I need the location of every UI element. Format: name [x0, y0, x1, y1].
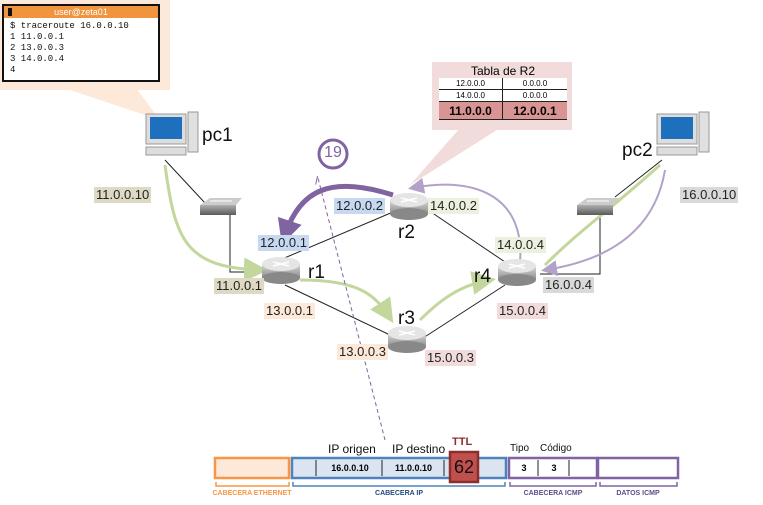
router-r2-icon: [390, 193, 428, 220]
ip-r2-r1: 12.0.0.2: [334, 198, 385, 214]
ip-r4-lan: 16.0.0.4: [543, 277, 594, 293]
icmp-code-value: 3: [551, 463, 557, 473]
table-callout-pointer: [410, 128, 500, 185]
ip-r4-r3: 15.0.0.4: [497, 303, 548, 319]
link-r3-r4: [419, 284, 506, 341]
table-cell-gw: 12.0.0.1: [502, 101, 567, 120]
terminal-title: user@zeta01: [54, 7, 108, 17]
ip-dst-label: IP destino: [392, 442, 446, 456]
link-r1-r3: [284, 284, 391, 336]
ttl-label: TTL: [452, 436, 473, 448]
routing-table-title: Tabla de R2: [470, 64, 536, 78]
terminal-window: user@zeta01 $ traceroute 16.0.0.10 1 11.…: [2, 4, 160, 82]
icmp-return-path: [541, 169, 666, 277]
switch-1-icon: [200, 198, 242, 215]
ip-pc2: 16.0.0.10: [680, 187, 739, 203]
terminal-line: 1 11.0.0.1: [10, 32, 65, 42]
icmp-data-field: [596, 456, 680, 480]
traceroute-path: [163, 164, 268, 282]
r1-label: r1: [308, 262, 325, 283]
link-switch2-pc2: [614, 159, 663, 198]
link-pc1-switch1: [164, 159, 206, 204]
link-r4-switch2: [540, 215, 601, 275]
table-cell-dest: 12.0.0.0: [439, 78, 504, 90]
ttl-field: [448, 450, 480, 484]
terminal-line: 4: [10, 65, 16, 75]
pc2-icon: [656, 111, 710, 156]
pc1-label: pc1: [202, 125, 233, 146]
ip-r1-r2: 12.0.0.1: [258, 235, 309, 251]
step-badge: 19: [324, 144, 342, 161]
r4-label: r4: [474, 266, 491, 287]
r2-label: r2: [398, 222, 415, 243]
terminal-line: $ traceroute 16.0.0.10: [10, 21, 129, 31]
ip-r4-r2: 14.0.0.4: [495, 237, 546, 253]
icmp-code-label: Código: [540, 443, 572, 454]
ip-pc1: 11.0.0.10: [94, 187, 152, 203]
terminal-line: 2 13.0.0.3: [10, 43, 65, 53]
packet-pointer: [318, 178, 386, 441]
step-badge-circle: [317, 138, 349, 170]
ip-src-label: IP origen: [328, 442, 376, 456]
table-cell-gw: 0.0.0.0: [502, 78, 567, 90]
terminal-output: $ traceroute 16.0.0.10 1 11.0.0.1 2 13.0…: [4, 18, 158, 79]
terminal-line: 3 14.0.0.4: [10, 54, 65, 64]
icmp-type-label: Tipo: [510, 443, 530, 454]
table-cell-gw: 0.0.0.0: [502, 89, 567, 102]
r3-label: r3: [398, 308, 415, 329]
switch-2-icon: [577, 198, 619, 215]
ip-r3-r1: 13.0.0.3: [337, 344, 388, 360]
icmp-type-value: 3: [521, 463, 527, 473]
ethernet-section-label: CABECERA ETHERNET: [212, 490, 292, 497]
ip-r3-r4: 15.0.0.3: [425, 350, 476, 366]
router-r3-icon: [388, 326, 426, 353]
ip-src-value: 16.0.0.10: [331, 463, 369, 473]
ip-r2-r4: 14.0.0.2: [428, 198, 479, 214]
link-r1-r2: [274, 211, 394, 263]
ip-r1-lan: 11.0.0.1: [214, 278, 265, 294]
table-cell-dest: 11.0.0.0: [439, 101, 504, 120]
link-r2-r4: [424, 207, 506, 263]
ip-dst-value: 11.0.0.10: [394, 463, 433, 473]
terminal-title-bar: user@zeta01: [4, 6, 158, 18]
icmp-data-section-label: DATOS ICMP: [616, 490, 660, 497]
table-cell-dest: 14.0.0.0: [439, 89, 504, 102]
ttl-value: 62: [453, 457, 475, 477]
router-r4-icon: [498, 259, 536, 286]
router-r1-icon: [262, 257, 300, 284]
pc1-icon: [145, 111, 199, 156]
ip-r1-r3: 13.0.0.1: [264, 303, 315, 319]
ethernet-header-field: [213, 456, 291, 480]
icmp-header-section-label: CABECERA ICMP: [523, 490, 583, 497]
ip-section-label: CABECERA IP: [375, 490, 423, 497]
pc2-label: pc2: [622, 140, 653, 161]
terminal-menu-icon: [8, 8, 12, 16]
step-arrow: [277, 183, 394, 245]
